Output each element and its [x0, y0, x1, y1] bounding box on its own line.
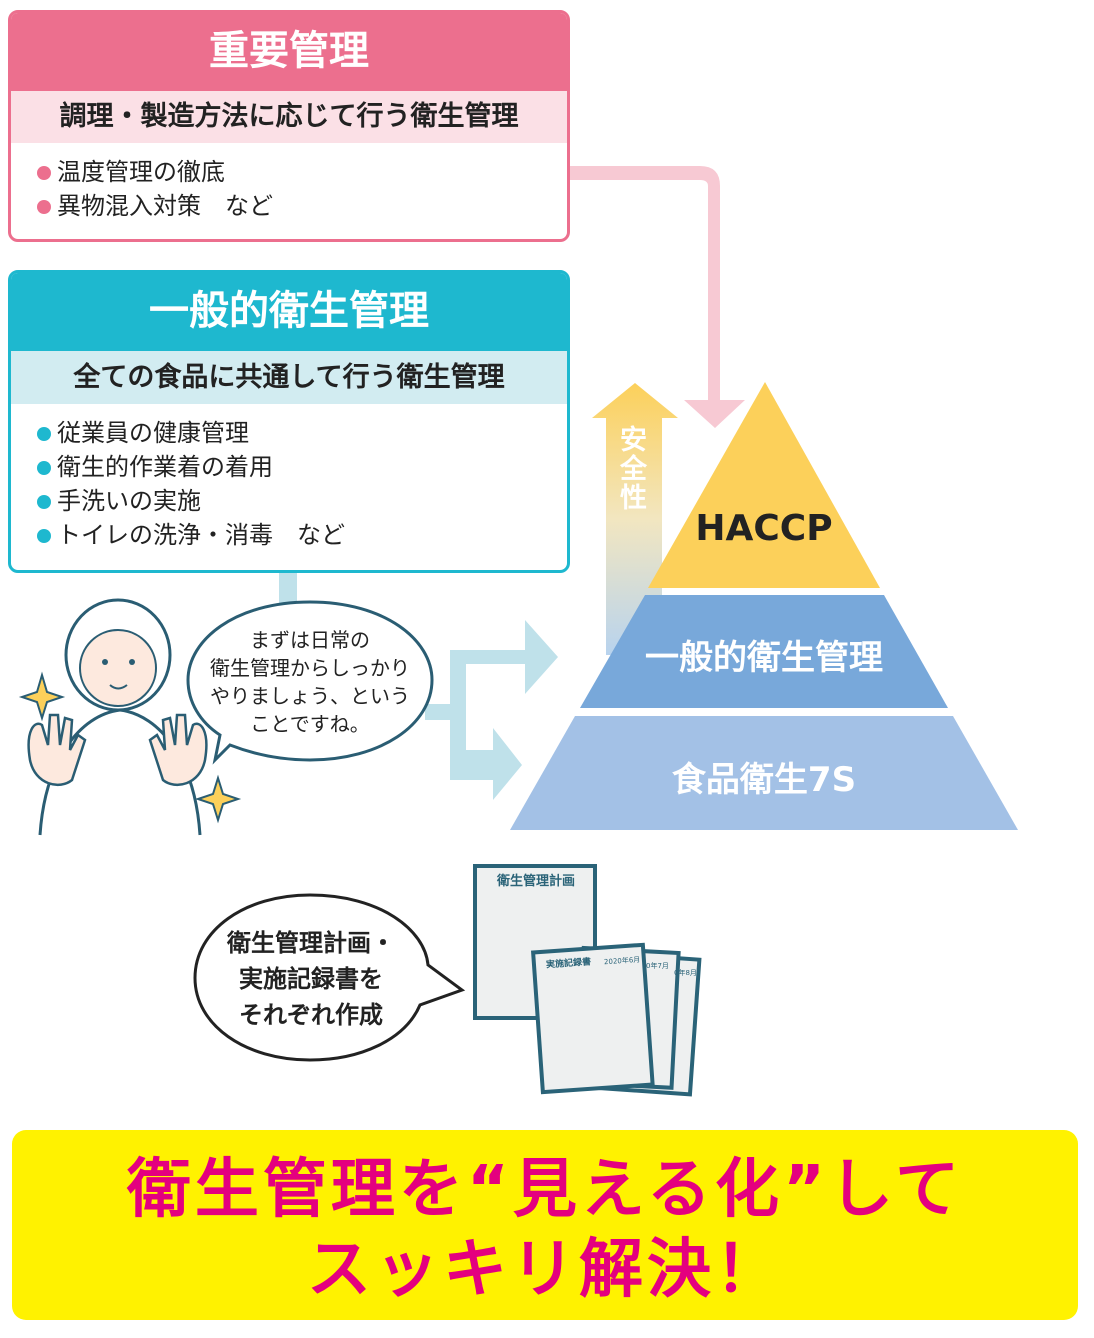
- speech-line: ことですね。: [250, 712, 370, 736]
- list-item: 手洗いの実施: [37, 484, 567, 518]
- speech-line: 実施記録書を: [239, 965, 383, 993]
- speech-line: 衛生管理計画・: [227, 929, 395, 957]
- speech-bubble: [193, 893, 466, 1062]
- list-item: 異物混入対策 など: [37, 189, 567, 223]
- pyramid-top: [648, 382, 880, 588]
- pink-arrow: [570, 166, 745, 428]
- pyramid-middle-label: 一般的衛生管理: [645, 638, 883, 678]
- speech-line: まずは日常の: [250, 628, 370, 652]
- record-month: 0年7月: [646, 962, 669, 970]
- conclusion-banner: 衛生管理を“見える化”して スッキリ解決！: [12, 1130, 1078, 1320]
- pyramid-bottom: [510, 716, 1018, 830]
- list-item: 温度管理の徹底: [37, 155, 567, 189]
- banner-line-1: 衛生管理を“見える化”して: [126, 1153, 964, 1227]
- documents-illustration: [473, 864, 702, 1097]
- important-subtitle: 調理・製造方法に応じて行う衛生管理: [11, 91, 567, 143]
- general-subtitle: 全ての食品に共通して行う衛生管理: [11, 351, 567, 404]
- cyan-connector: [279, 572, 297, 604]
- speech-line: それぞれ作成: [239, 1001, 383, 1029]
- plan-doc-title: 衛生管理計画: [496, 874, 575, 889]
- worker-character: [18, 598, 242, 836]
- split-arrow: [425, 620, 558, 800]
- pyramid-middle: [580, 595, 948, 708]
- list-item: 衛生的作業着の着用: [37, 450, 567, 484]
- important-title: 重要管理: [11, 13, 567, 91]
- list-item: トイレの洗浄・消毒 など: [37, 518, 567, 552]
- record-month: 0年8月: [674, 969, 697, 977]
- speech-bubble: [186, 600, 434, 765]
- speech-line: やりましょう、という: [210, 684, 410, 708]
- banner-line-2: スッキリ解決！: [307, 1233, 783, 1307]
- general-title: 一般的衛生管理: [11, 273, 567, 351]
- safety-label: 安全性: [615, 425, 646, 512]
- speech-text: まずは日常の 衛生管理からしっかり やりましょう、という ことですね。: [192, 626, 428, 738]
- important-management-box: 重要管理 調理・製造方法に応じて行う衛生管理 温度管理の徹底 異物混入対策 など: [8, 10, 570, 242]
- sparkle-icon: [194, 774, 242, 824]
- pyramid-bottom-label: 食品衛生7S: [671, 760, 857, 800]
- list-item: 従業員の健康管理: [37, 416, 567, 450]
- pyramid-top-label: HACCP: [695, 508, 833, 549]
- speech-text: 衛生管理計画・ 実施記録書を それぞれ作成: [200, 925, 422, 1033]
- general-management-box: 一般的衛生管理 全ての食品に共通して行う衛生管理 従業員の健康管理 衛生的作業着…: [8, 270, 570, 573]
- sparkle-icon: [18, 671, 66, 722]
- speech-line: 衛生管理からしっかり: [210, 656, 410, 680]
